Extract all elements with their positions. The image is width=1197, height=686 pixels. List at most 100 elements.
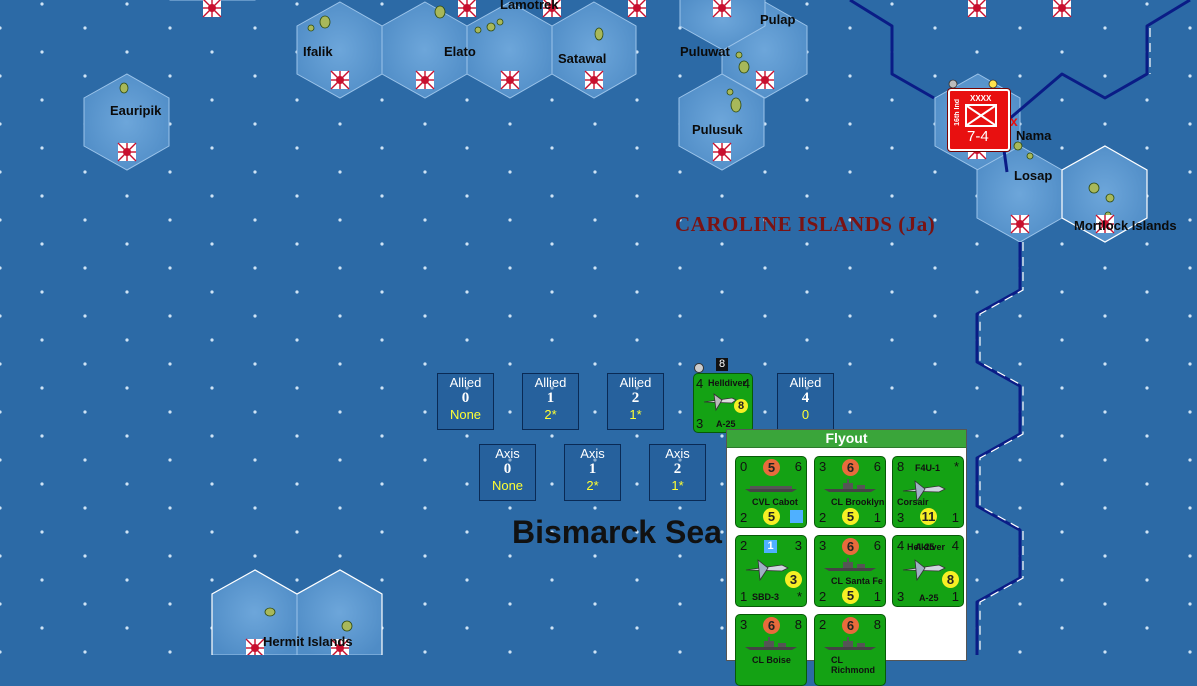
infantry-icon: [965, 104, 997, 127]
counter-type: A-25: [716, 419, 736, 429]
counter-bottom-right: 1: [951, 510, 959, 525]
counter-bottom-left: 1: [740, 589, 748, 604]
counter-top-right: 8: [873, 617, 881, 632]
unit-strength: 7-4: [967, 128, 989, 145]
counter-name: CL Boise: [752, 655, 791, 665]
counter-name: CVL Cabot: [752, 497, 798, 507]
counter-strength-pip: 8: [734, 399, 748, 413]
counter-top-right: *: [953, 459, 959, 474]
axis-box-1[interactable]: Axis 1 2*: [564, 444, 621, 501]
cruiser-icon: [824, 558, 876, 571]
map-air-counter[interactable]: 4 Helldiver 4 8 3 A-25: [693, 373, 753, 433]
counter-bottom-right: 1: [873, 589, 881, 604]
counter-bottom-pip: 5: [842, 508, 859, 525]
counter-bottom-pip: 5: [763, 508, 780, 525]
counter-bottom-left: 2: [819, 589, 827, 604]
counter-top-left: 0: [740, 459, 748, 474]
cruiser-icon: [745, 637, 797, 650]
box-label: Allied: [449, 375, 482, 390]
box-number: 2: [631, 390, 640, 406]
unit-designation: 16th Ind: [954, 99, 961, 126]
counter-bottom-pip: 3: [785, 571, 802, 588]
counter-top-right: 4: [742, 376, 750, 391]
counter-top-left: 2: [819, 617, 827, 632]
svg-text:x: x: [1010, 113, 1018, 129]
box-label: Allied: [534, 375, 567, 390]
place-label-hermit: Hermit Islands: [263, 634, 353, 649]
army-unit-counter[interactable]: 16th Ind XXXX 7-4: [948, 89, 1010, 151]
selection-marker-icon: [694, 363, 704, 373]
box-label: Axis: [495, 446, 520, 461]
counter-top-mid: 6: [842, 617, 859, 634]
box-value: 0: [801, 407, 810, 422]
counter-top-right: 6: [873, 538, 881, 553]
place-label-satawal: Satawal: [558, 51, 607, 66]
counter-top-left: 2: [740, 538, 748, 553]
counter-top-mid: 5: [763, 459, 780, 476]
box-value: 2*: [586, 478, 599, 493]
box-value: 1*: [629, 407, 642, 422]
dive-bomber-icon: [745, 559, 789, 582]
box-label: Axis: [665, 446, 690, 461]
stack-count-badge: 8: [716, 358, 728, 371]
dive-bomber-icon: [703, 393, 737, 412]
counter-top-right: 3: [794, 538, 802, 553]
allied-box-2[interactable]: Allied 2 1*: [607, 373, 664, 430]
box-number: 2: [673, 461, 682, 477]
dive-bomber-icon: [902, 559, 946, 582]
counter-name: CL Brooklyn: [831, 497, 885, 507]
place-label-puluwat: Puluwat: [680, 44, 730, 59]
allied-box-1[interactable]: Allied 1 2*: [522, 373, 579, 430]
counter-top-right: 6: [873, 459, 881, 474]
place-label-eauripik: Eauripik: [110, 103, 162, 118]
hex-map[interactable]: x: [0, 0, 1197, 655]
flyout-title[interactable]: Flyout: [727, 430, 966, 448]
axis-box-0[interactable]: Axis 0 None: [479, 444, 536, 501]
allied-box-4[interactable]: Allied 4 0: [777, 373, 834, 430]
counter-top-right: 6: [794, 459, 802, 474]
place-label-mortlock: Mortlock Islands: [1074, 218, 1177, 233]
counter-bottom-right: 1: [873, 510, 881, 525]
counter-bottom-left: 3: [897, 510, 905, 525]
counter-top-mid: 6: [763, 617, 780, 634]
counter-top-right: 4: [951, 538, 959, 553]
box-number: 1: [546, 390, 555, 406]
frontier-borders: [849, 0, 1191, 655]
counter-top-left: 3: [819, 459, 827, 474]
box-value: 1*: [671, 478, 684, 493]
counter-bottom-pip: 11: [920, 508, 937, 525]
box-number: 0: [461, 390, 470, 406]
counter-top-left: 3: [819, 538, 827, 553]
axis-box-2[interactable]: Axis 2 1*: [649, 444, 706, 501]
box-value: 2*: [544, 407, 557, 422]
counter-bottom-left: 2: [819, 510, 827, 525]
allied-box-0[interactable]: Allied 0 None: [437, 373, 494, 430]
counter-bottom-right: *: [796, 589, 802, 604]
fighter-plane-icon: [902, 480, 946, 503]
counter-bottom-pip: 8: [942, 571, 959, 588]
cruiser-icon: [824, 479, 876, 492]
counter-name: Helldiver: [907, 542, 946, 552]
box-number: 0: [503, 461, 512, 477]
counter-type: A-25: [919, 593, 939, 603]
place-label-pulusuk: Pulusuk: [692, 122, 743, 137]
island-shapes: [119, 5, 1115, 632]
region-label: CAROLINE ISLANDS (Ja): [675, 212, 936, 236]
counter-bottom-pip: 5: [842, 587, 859, 604]
counter-name: Helldiver: [708, 378, 747, 388]
counter-bottom-square: [790, 510, 803, 523]
counter-bottom-right: 1: [951, 589, 959, 604]
unit-size: XXXX: [970, 94, 992, 103]
place-label-lamotrek: Lamotrek: [500, 0, 559, 12]
counter-subtitle: F4U-1: [915, 463, 941, 473]
counter-top-mid: 6: [842, 538, 859, 555]
